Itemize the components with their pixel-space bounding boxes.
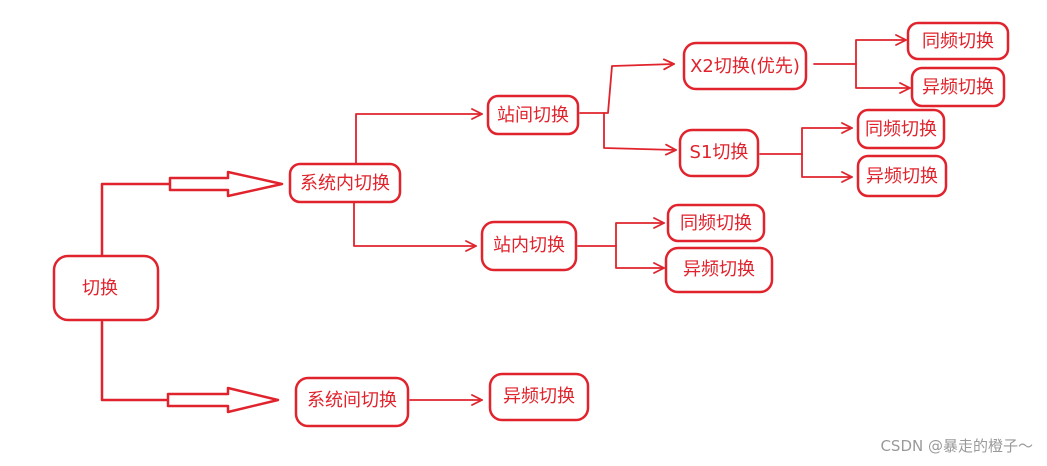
edge-x2-to-diff — [855, 63, 911, 94]
node-inter-station-label: 站间切换 — [497, 105, 569, 126]
node-x2-same-label: 同频切换 — [922, 31, 994, 52]
node-s1-diff-label: 异频切换 — [866, 166, 938, 187]
node-x2-diff: 异频切换 — [910, 66, 1006, 108]
node-s1: S1切换 — [678, 128, 760, 178]
fat-arrow-to-inter-system — [166, 386, 280, 414]
node-root: 切换 — [52, 254, 160, 322]
edge-inter-station-to-s1 — [603, 112, 677, 156]
edge-s1-to-diff — [801, 153, 853, 183]
edge-x2-to-same — [855, 34, 907, 65]
node-x2: X2切换(优先) — [682, 41, 808, 91]
node-intra-system-label: 系统内切换 — [300, 173, 390, 194]
node-s1-same-label: 同频切换 — [865, 119, 937, 140]
watermark-text: CSDN @暴走的橙子～ — [880, 437, 1033, 455]
node-s1-diff: 异频切换 — [856, 154, 948, 198]
node-inter-system-label: 系统间切换 — [307, 390, 397, 411]
node-x2-same: 同频切换 — [906, 21, 1010, 61]
edge-intra-station-to-diff — [615, 245, 665, 274]
node-intra-diff: 异频切换 — [664, 246, 774, 294]
edge-intra-system-to-inter-station — [355, 108, 483, 166]
edge-intra-system-to-intra-station — [353, 202, 477, 252]
edge-inter-station-to-x2 — [579, 58, 675, 114]
node-intra-same: 同频切换 — [666, 203, 766, 243]
fat-arrow-to-intra-system — [168, 170, 284, 198]
edge-root-down — [100, 320, 170, 402]
node-x2-label: X2切换(优先) — [690, 56, 800, 77]
node-inter-sys-diff: 异频切换 — [488, 372, 590, 422]
node-intra-same-label: 同频切换 — [680, 213, 752, 234]
node-root-label: 切换 — [82, 278, 118, 299]
node-intra-system: 系统内切换 — [288, 162, 402, 204]
node-s1-same: 同频切换 — [856, 108, 946, 150]
edge-root-up — [100, 182, 172, 258]
node-intra-station: 站内切换 — [480, 220, 578, 272]
node-inter-station: 站间切换 — [486, 94, 580, 136]
node-intra-diff-label: 异频切换 — [683, 259, 755, 280]
edge-intra-station-to-same — [615, 217, 665, 247]
node-inter-sys-diff-label: 异频切换 — [503, 386, 575, 407]
node-inter-system: 系统间切换 — [294, 376, 410, 428]
node-x2-diff-label: 异频切换 — [922, 77, 994, 98]
edge-s1-to-same — [801, 122, 853, 155]
node-s1-label: S1切换 — [690, 142, 749, 163]
node-intra-station-label: 站内切换 — [493, 235, 565, 256]
